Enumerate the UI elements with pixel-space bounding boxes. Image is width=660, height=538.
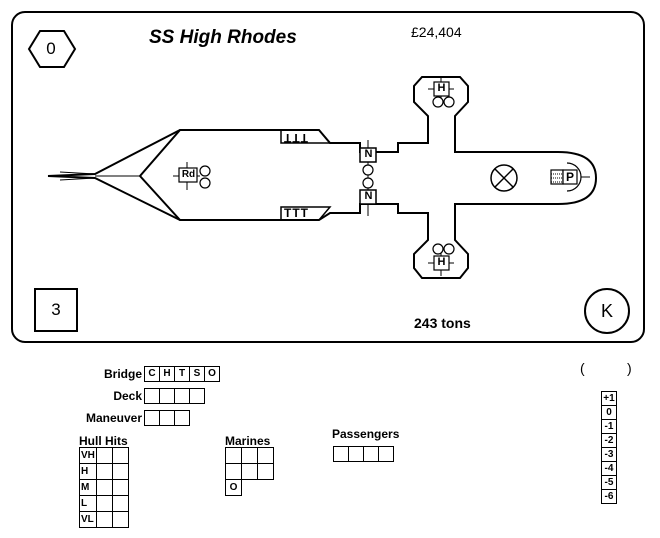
hull-box[interactable] (112, 463, 129, 480)
modifier-box[interactable]: -1 (601, 419, 617, 434)
ship-card (11, 11, 645, 343)
bridge-box[interactable]: C (144, 366, 160, 382)
hex-badge: 0 (28, 29, 74, 69)
hangar-bottom-label: H (437, 256, 446, 268)
modifier-box[interactable]: 0 (601, 405, 617, 420)
nav-bottom-box (359, 189, 377, 205)
maneuver-box[interactable] (174, 410, 190, 426)
modifier-box[interactable]: -4 (601, 461, 617, 476)
turret-top-label: TTT (284, 131, 309, 145)
hull-box[interactable] (112, 495, 129, 512)
passenger-box[interactable] (363, 446, 379, 462)
bridge-box[interactable]: T (174, 366, 190, 382)
marine-box[interactable] (241, 447, 258, 464)
passenger-box[interactable] (348, 446, 364, 462)
marine-officer-box[interactable]: O (225, 479, 242, 496)
square-badge: 3 (34, 288, 78, 332)
passengers-track (333, 446, 394, 462)
deck-box[interactable] (189, 388, 205, 404)
hull-row-label: VL (79, 511, 97, 528)
marines-label: Marines (225, 434, 271, 448)
deck-box[interactable] (144, 388, 160, 404)
marine-box[interactable] (225, 463, 242, 480)
hangar-top-box (433, 81, 450, 97)
hull-box[interactable] (96, 479, 113, 496)
hex-badge-shape (27, 30, 77, 68)
hex-badge-value: 0 (46, 39, 56, 58)
bow-spike (47, 129, 181, 221)
modifier-box[interactable]: +1 (601, 391, 617, 406)
modifier-track: +1 0 -1 -2 -3 -4 -5 -6 (601, 391, 617, 504)
deck-box[interactable] (174, 388, 190, 404)
passenger-box[interactable] (378, 446, 394, 462)
deck-track (144, 388, 205, 404)
bridge-track-label: Bridge (103, 367, 142, 381)
marines-grid: O (225, 447, 274, 496)
circle-badge: K (584, 288, 630, 334)
modifier-box[interactable]: -6 (601, 489, 617, 504)
bridge-track: C H T S O (144, 366, 220, 382)
modifier-paren-close: ) (627, 360, 632, 376)
hull-box[interactable] (112, 511, 129, 528)
maneuver-box[interactable] (144, 410, 160, 426)
maneuver-track (144, 410, 190, 426)
hull-box[interactable] (96, 463, 113, 480)
hull-hits-grid: VH H M L VL (79, 447, 129, 528)
deck-box[interactable] (159, 388, 175, 404)
marine-box[interactable] (257, 463, 274, 480)
turret-top-box (280, 129, 332, 144)
modifier-box[interactable]: -5 (601, 475, 617, 490)
passengers-label: Passengers (332, 427, 400, 441)
turret-bottom-label: TTT (284, 206, 309, 220)
hull-row-label: H (79, 463, 97, 480)
bridge-box[interactable]: S (189, 366, 205, 382)
hull-box[interactable] (96, 495, 113, 512)
modifier-paren-open: ( (580, 360, 585, 376)
ship-name: SS High Rhodes (149, 27, 297, 48)
hangar-bottom-box (433, 255, 450, 271)
tonnage: 243 tons (414, 315, 471, 331)
marine-box[interactable] (225, 447, 242, 464)
passenger-box[interactable] (333, 446, 349, 462)
nav-bottom-label: N (364, 190, 373, 202)
bridge-marker-label: Rd (181, 169, 196, 180)
hull-row-label: L (79, 495, 97, 512)
turret-bottom-box (280, 206, 332, 221)
bow-lines (59, 171, 96, 181)
maneuver-box[interactable] (159, 410, 175, 426)
marine-box[interactable] (257, 447, 274, 464)
bridge-marker-box (178, 167, 198, 183)
hull-row-label: M (79, 479, 97, 496)
hull-box[interactable] (112, 479, 129, 496)
bridge-box[interactable]: H (159, 366, 175, 382)
modifier-box[interactable]: -3 (601, 447, 617, 462)
hull-row-label: VH (79, 447, 97, 464)
marine-box[interactable] (241, 463, 258, 480)
hull-box[interactable] (96, 447, 113, 464)
bridge-box[interactable]: O (204, 366, 220, 382)
nav-top-label: N (364, 148, 373, 160)
hull-box[interactable] (112, 447, 129, 464)
hull-outline (138, 76, 598, 279)
hull-hits-label: Hull Hits (79, 434, 128, 448)
nav-top-box (359, 147, 377, 163)
deck-track-label: Deck (113, 389, 142, 403)
propulsion-label: P (565, 170, 574, 184)
hangar-top-label: H (437, 82, 446, 94)
ship-cost: £24,404 (411, 24, 462, 40)
propulsion-box (562, 169, 578, 185)
modifier-box[interactable]: -2 (601, 433, 617, 448)
hull-box[interactable] (96, 511, 113, 528)
maneuver-track-label: Maneuver (85, 411, 142, 425)
